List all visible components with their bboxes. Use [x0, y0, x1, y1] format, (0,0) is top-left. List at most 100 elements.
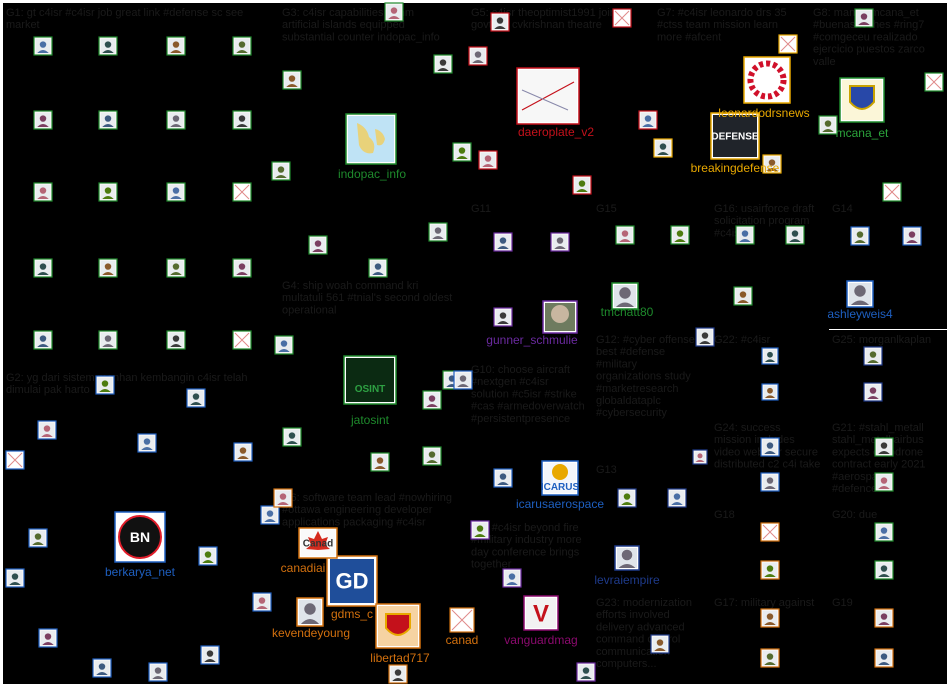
user-avatar-icon[interactable]: [232, 258, 252, 278]
user-avatar-icon[interactable]: [98, 36, 118, 56]
indopac-logo-icon[interactable]: [345, 113, 397, 165]
user-avatar-icon[interactable]: [308, 235, 328, 255]
broken-image-icon[interactable]: [5, 450, 25, 470]
user-avatar-icon[interactable]: [760, 608, 780, 628]
user-avatar-icon[interactable]: [470, 520, 490, 540]
user-avatar-icon[interactable]: [274, 335, 294, 355]
broken-image-icon[interactable]: [232, 330, 252, 350]
leonardo-logo-icon[interactable]: [743, 56, 791, 104]
user-avatar-icon[interactable]: [166, 258, 186, 278]
user-avatar-icon[interactable]: [166, 110, 186, 130]
broken-image-icon[interactable]: [924, 72, 944, 92]
user-avatar-icon[interactable]: [148, 662, 168, 682]
user-avatar-icon[interactable]: [232, 110, 252, 130]
user-avatar-icon[interactable]: [453, 370, 473, 390]
user-avatar-icon[interactable]: [282, 70, 302, 90]
user-avatar-icon[interactable]: [370, 452, 390, 472]
levrai-logo-icon[interactable]: [614, 545, 640, 571]
user-avatar-icon[interactable]: [638, 110, 658, 130]
broken-image-icon[interactable]: [449, 607, 475, 633]
user-avatar-icon[interactable]: [28, 528, 48, 548]
user-avatar-icon[interactable]: [502, 568, 522, 588]
user-avatar-icon[interactable]: [874, 560, 894, 580]
user-avatar-icon[interactable]: [760, 648, 780, 668]
user-avatar-icon[interactable]: [760, 560, 780, 580]
user-avatar-icon[interactable]: [572, 175, 592, 195]
broken-image-icon[interactable]: [232, 182, 252, 202]
user-avatar-icon[interactable]: [761, 347, 779, 365]
node-label-leonardodrsnews[interactable]: leonardodrsnews: [718, 106, 809, 120]
kevendeyoung-logo-icon[interactable]: [296, 597, 324, 627]
user-avatar-icon[interactable]: [33, 330, 53, 350]
canad-logo-icon[interactable]: Canad: [298, 527, 338, 559]
user-avatar-icon[interactable]: [232, 36, 252, 56]
user-avatar-icon[interactable]: [493, 307, 513, 327]
node-label-vanguardmag[interactable]: vanguardmag: [504, 633, 577, 647]
broken-image-icon[interactable]: [612, 8, 632, 28]
user-avatar-icon[interactable]: [33, 258, 53, 278]
user-avatar-icon[interactable]: [33, 36, 53, 56]
node-label-mcana-et[interactable]: mcana_et: [836, 126, 889, 140]
user-avatar-icon[interactable]: [653, 138, 673, 158]
user-avatar-icon[interactable]: [198, 546, 218, 566]
breakingdefense-logo-icon[interactable]: DEFENSE: [710, 112, 760, 160]
user-avatar-icon[interactable]: [695, 327, 715, 347]
user-avatar-icon[interactable]: [617, 488, 637, 508]
user-avatar-icon[interactable]: [166, 182, 186, 202]
node-label-kevendeyoung[interactable]: kevendeyoung: [272, 626, 350, 640]
user-avatar-icon[interactable]: [478, 150, 498, 170]
user-avatar-icon[interactable]: [874, 608, 894, 628]
user-avatar-icon[interactable]: [384, 2, 404, 22]
node-label-canadiai[interactable]: canadiai: [281, 561, 326, 575]
user-avatar-icon[interactable]: [5, 568, 25, 588]
user-avatar-icon[interactable]: [760, 472, 780, 492]
user-avatar-icon[interactable]: [38, 628, 58, 648]
user-avatar-icon[interactable]: [874, 437, 894, 457]
user-avatar-icon[interactable]: [95, 375, 115, 395]
user-avatar-icon[interactable]: [850, 226, 870, 246]
user-avatar-icon[interactable]: [271, 161, 291, 181]
user-avatar-icon[interactable]: [200, 645, 220, 665]
node-label-berkarya-net[interactable]: berkarya_net: [105, 565, 176, 579]
node-label-daeroplate-v2[interactable]: daeroplate_v2: [518, 125, 594, 139]
node-label-gdms-c[interactable]: gdms_c: [331, 607, 373, 621]
node-label-canad[interactable]: canad: [446, 633, 479, 647]
user-avatar-icon[interactable]: [692, 449, 708, 465]
user-avatar-icon[interactable]: [670, 225, 690, 245]
user-avatar-icon[interactable]: [252, 592, 272, 612]
user-avatar-icon[interactable]: [733, 286, 753, 306]
jatosint-logo-icon[interactable]: OSINT: [343, 355, 397, 405]
user-avatar-icon[interactable]: [260, 505, 280, 525]
gunner-logo-icon[interactable]: [542, 300, 578, 334]
node-label-libertad717[interactable]: libertad717: [370, 651, 430, 665]
user-avatar-icon[interactable]: [735, 225, 755, 245]
broken-image-icon[interactable]: [778, 34, 798, 54]
node-label-levraiempire[interactable]: levraiempire: [594, 573, 660, 587]
user-avatar-icon[interactable]: [760, 437, 780, 457]
user-avatar-icon[interactable]: [490, 12, 510, 32]
user-avatar-icon[interactable]: [874, 648, 894, 668]
user-avatar-icon[interactable]: [818, 115, 838, 135]
node-label-ashleyweis4[interactable]: ashleyweis4: [827, 307, 893, 321]
mcana-logo-icon[interactable]: [839, 77, 885, 123]
user-avatar-icon[interactable]: [550, 232, 570, 252]
user-avatar-icon[interactable]: [273, 488, 293, 508]
user-avatar-icon[interactable]: [854, 8, 874, 28]
user-avatar-icon[interactable]: [98, 182, 118, 202]
node-label-breakingdefense[interactable]: breakingdefense: [691, 161, 780, 175]
libertad-logo-icon[interactable]: [375, 603, 421, 649]
node-label-tmcnatt80[interactable]: tmcnatt80: [601, 305, 654, 319]
daeroplate-logo-icon[interactable]: [516, 67, 580, 125]
user-avatar-icon[interactable]: [166, 36, 186, 56]
user-avatar-icon[interactable]: [615, 225, 635, 245]
user-avatar-icon[interactable]: [98, 110, 118, 130]
user-avatar-icon[interactable]: [874, 522, 894, 542]
user-avatar-icon[interactable]: [762, 154, 782, 174]
user-avatar-icon[interactable]: [761, 383, 779, 401]
user-avatar-icon[interactable]: [468, 46, 488, 66]
user-avatar-icon[interactable]: [650, 634, 670, 654]
user-avatar-icon[interactable]: [422, 390, 442, 410]
user-avatar-icon[interactable]: [388, 664, 408, 684]
user-avatar-icon[interactable]: [37, 420, 57, 440]
tmcnatt-logo-icon[interactable]: [611, 282, 639, 310]
